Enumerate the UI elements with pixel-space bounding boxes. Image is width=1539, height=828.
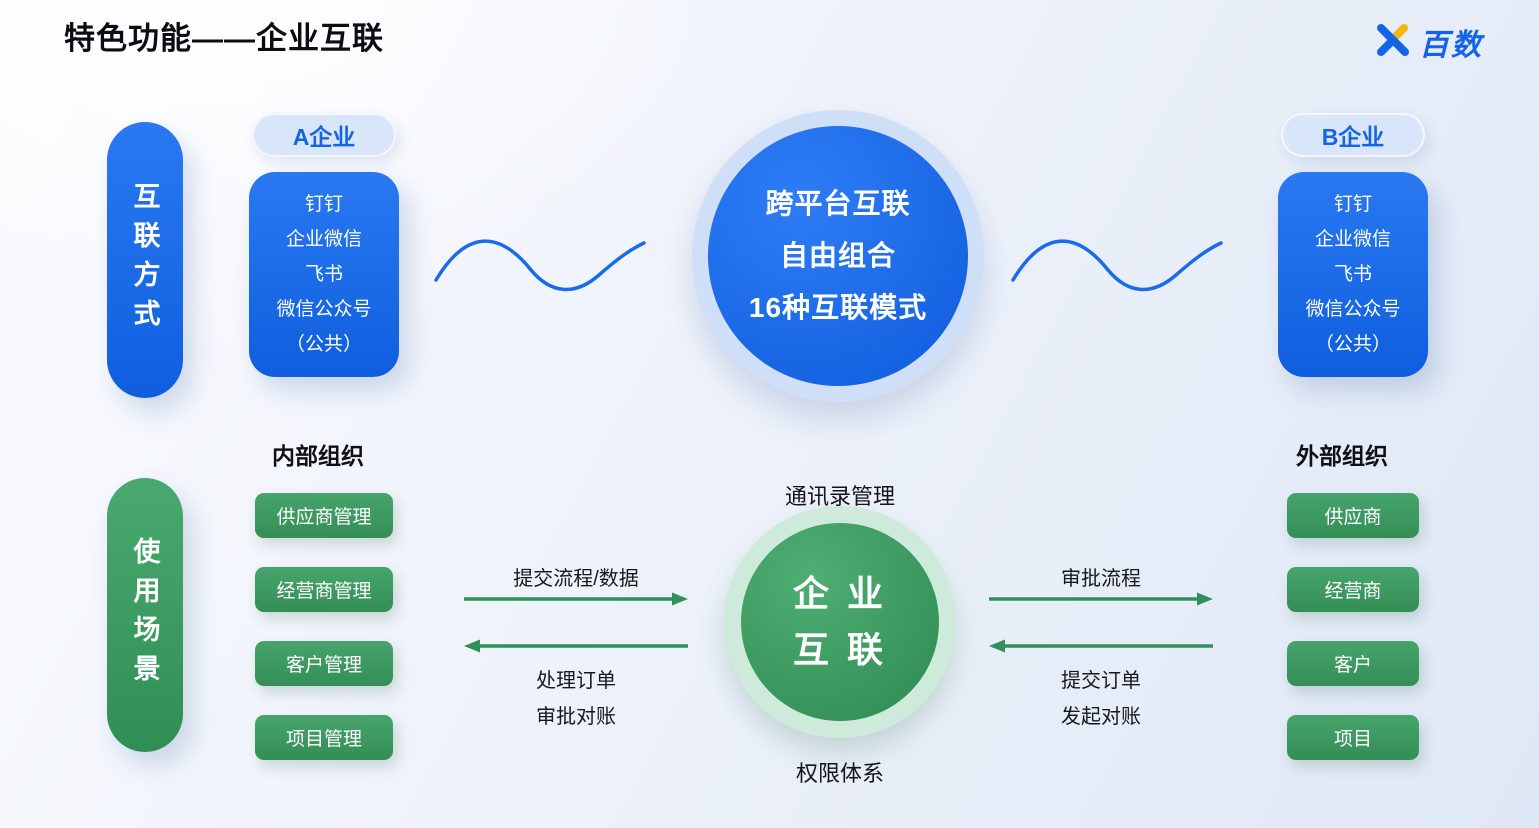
platform-item: 微信公众号 (1305, 299, 1401, 320)
arrow-right-icon (461, 590, 691, 608)
platform-item: 企业微信 (1314, 229, 1391, 250)
approve-reconcile-label: 审批对账 (536, 706, 616, 728)
platform-item: 飞书 (304, 264, 343, 285)
internal-item-dealer-mgmt: 经营商管理 (255, 567, 393, 612)
external-item-project: 项目 (1287, 715, 1419, 760)
platform-item: 钉钉 (1333, 194, 1372, 215)
center-circle-halo: 跨平台互联 自由组合 16种互联模式 (692, 110, 984, 402)
internal-item-customer-mgmt: 客户管理 (255, 641, 393, 686)
brand-logo: 百数 (1374, 20, 1483, 64)
company-a-platform-list: 钉钉 企业微信 飞书 微信公众号 （公共） (249, 172, 399, 377)
circle-line: 企 业 (792, 573, 887, 614)
company-a-badge: A企业 (252, 113, 396, 157)
row-label-usage-scenarios: 使用场景 (107, 478, 183, 752)
row-label-text: 互联方式 (129, 182, 160, 338)
platform-item: （公共） (1314, 334, 1391, 355)
internal-item-supplier-mgmt: 供应商管理 (255, 493, 393, 538)
brand-name: 百数 (1419, 29, 1483, 62)
page-title: 特色功能——企业互联 (64, 21, 384, 56)
brand-x-icon (1374, 23, 1412, 61)
internal-org-heading: 内部组织 (272, 443, 364, 469)
wavy-connector-right (1010, 220, 1225, 300)
platform-item: 飞书 (1333, 264, 1372, 285)
external-item-customer: 客户 (1287, 641, 1419, 686)
circle-line: 互 联 (792, 629, 887, 670)
approval-flow-label: 审批流程 (1061, 568, 1141, 590)
external-item-supplier: 供应商 (1287, 493, 1419, 538)
permission-system-label: 权限体系 (795, 761, 884, 786)
internal-item-project-mgmt: 项目管理 (255, 715, 393, 760)
arrow-left-icon (461, 637, 691, 655)
arrow-left-icon (986, 637, 1216, 655)
arrow-right-icon (986, 590, 1216, 608)
row-label-text: 使用场景 (129, 537, 160, 693)
contacts-management-label: 通讯录管理 (784, 484, 895, 509)
circle-line: 跨平台互联 (765, 188, 911, 219)
cross-platform-circle: 跨平台互联 自由组合 16种互联模式 (708, 126, 968, 386)
handle-order-label: 处理订单 (536, 670, 616, 692)
platform-item: 钉钉 (304, 194, 343, 215)
platform-item: （公共） (285, 334, 362, 355)
enterprise-circle-halo: 企 业 互 联 (724, 506, 956, 738)
initiate-reconcile-label: 发起对账 (1061, 706, 1141, 728)
platform-item: 微信公众号 (276, 299, 372, 320)
submit-order-label: 提交订单 (1061, 670, 1141, 692)
company-b-badge: B企业 (1281, 113, 1425, 157)
external-item-dealer: 经营商 (1287, 567, 1419, 612)
submit-flow-data-label: 提交流程/数据 (513, 568, 639, 590)
circle-line: 自由组合 (779, 240, 896, 271)
wavy-connector-left (433, 220, 648, 300)
external-org-heading: 外部组织 (1296, 443, 1388, 469)
company-b-platform-list: 钉钉 企业微信 飞书 微信公众号 （公共） (1278, 172, 1428, 377)
platform-item: 企业微信 (285, 229, 362, 250)
row-label-connection-methods: 互联方式 (107, 122, 183, 398)
enterprise-interconnect-circle: 企 业 互 联 (741, 523, 939, 721)
circle-line: 16种互联模式 (748, 292, 928, 323)
